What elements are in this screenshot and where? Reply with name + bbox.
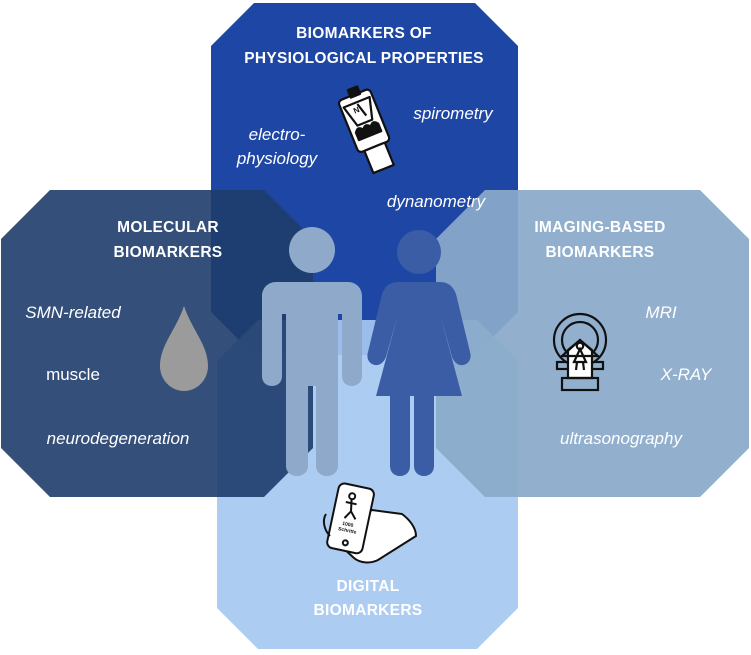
item-ultrasonography: ultrasonography [560,429,683,448]
item-dynanometry: dynanometry [387,192,487,211]
man-icon [262,227,362,476]
item-mri: MRI [645,303,676,322]
drop-icon [160,306,208,391]
digital-title-line1: DIGITAL [337,578,400,595]
physiological-title-line2: PHYSIOLOGICAL PROPERTIES [244,50,483,67]
item-electro: electro- [249,125,306,144]
item-muscle: muscle [46,365,100,384]
molecular-title-line2: BIOMARKERS [114,244,223,261]
molecular-panel [1,190,313,497]
mri-scanner-icon [552,312,608,392]
item-smn-related: SMN-related [25,303,121,322]
item-neurodegeneration: neurodegeneration [47,429,190,448]
imaging-title-line1: IMAGING-BASED [534,219,665,236]
item-spirometry: spirometry [413,104,494,123]
phone-steps-label: Schritte [337,526,357,536]
molecular-title-line1: MOLECULAR [117,219,219,236]
phone-steps-number: 1000 [342,521,354,529]
imaging-panel [436,190,749,497]
smartphone-hand-icon: 1000 Schritte [322,482,417,564]
item-physiology: physiology [236,149,319,168]
physiological-title-line1: BIOMARKERS OF [296,25,432,42]
digital-title-line2: BIOMARKERS [314,602,423,619]
spirometer-icon: N [337,85,395,175]
svg-text:N: N [352,105,361,116]
imaging-title-line2: BIOMARKERS [546,244,655,261]
woman-icon [367,230,471,476]
item-x-ray: X-RAY [660,365,713,384]
